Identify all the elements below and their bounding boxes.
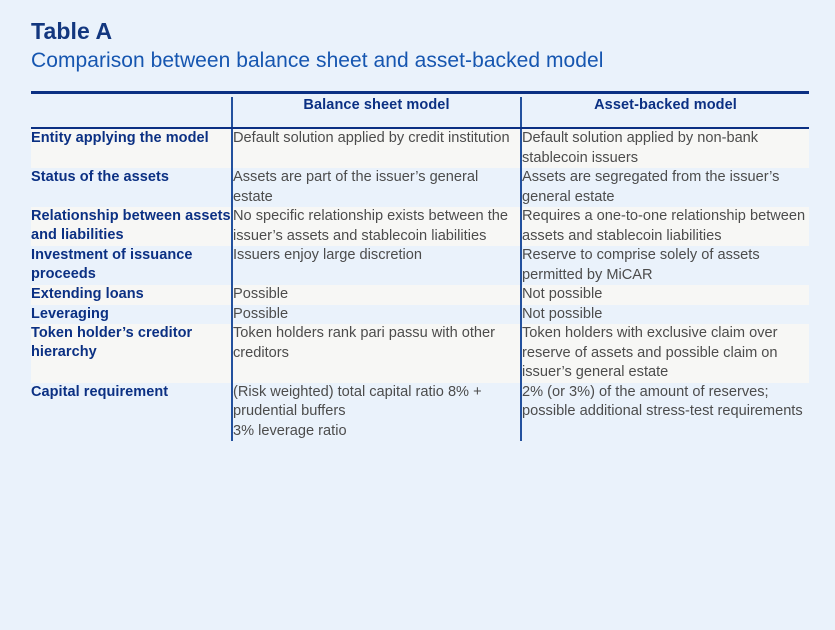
- table-row: Investment of issuance proceeds Issuers …: [31, 246, 809, 285]
- row-key-leveraging: Leveraging: [31, 304, 232, 324]
- cell-asset-backed-investment: Reserve to comprise solely of assets per…: [520, 246, 809, 285]
- comparison-table-wrapper: Balance sheet model Asset-backed model E…: [31, 97, 809, 441]
- row-key-capital-requirement: Capital requirement: [31, 382, 232, 441]
- cell-balance-sheet-entity: Default solution applied by credit insti…: [231, 128, 521, 168]
- capital-requirement-line-1: (Risk weighted) total capital ratio 8% +…: [233, 383, 482, 420]
- column-header-balance-sheet: Balance sheet model: [231, 97, 521, 129]
- table-header-row: Balance sheet model Asset-backed model: [31, 97, 809, 129]
- table-row: Capital requirement (Risk weighted) tota…: [31, 382, 809, 441]
- row-key-extending-loans: Extending loans: [31, 285, 232, 305]
- capital-requirement-line-2: 3% leverage ratio: [233, 422, 347, 439]
- cell-asset-backed-extending-loans: Not possible: [520, 285, 809, 305]
- row-key-relationship-assets-liabilities: Relationship between assets and liabilit…: [31, 207, 232, 246]
- cell-asset-backed-creditor-hierarchy: Token holders with exclusive claim over …: [520, 324, 809, 383]
- table-row: Token holder’s creditor hierarchy Token …: [31, 324, 809, 383]
- table-row: Relationship between assets and liabilit…: [31, 207, 809, 246]
- cell-balance-sheet-leveraging: Possible: [231, 304, 521, 324]
- table-subtitle: Comparison between balance sheet and ass…: [31, 49, 604, 72]
- table-row: Entity applying the model Default soluti…: [31, 128, 809, 168]
- table-row: Status of the assets Assets are part of …: [31, 168, 809, 207]
- row-key-token-holder-creditor-hierarchy: Token holder’s creditor hierarchy: [31, 324, 232, 383]
- row-key-investment-of-issuance-proceeds: Investment of issuance proceeds: [31, 246, 232, 285]
- column-header-asset-backed: Asset-backed model: [520, 97, 809, 129]
- cell-balance-sheet-investment: Issuers enjoy large discretion: [231, 246, 521, 285]
- column-header-blank: [31, 97, 232, 129]
- cell-balance-sheet-extending-loans: Possible: [231, 285, 521, 305]
- table-row: Extending loans Possible Not possible: [31, 285, 809, 305]
- cell-balance-sheet-relationship: No specific relationship exists between …: [231, 207, 521, 246]
- cell-balance-sheet-creditor-hierarchy: Token holders rank pari passu with other…: [231, 324, 521, 383]
- cell-asset-backed-entity: Default solution applied by non-bank sta…: [520, 128, 809, 168]
- row-key-entity-applying-the-model: Entity applying the model: [31, 128, 232, 168]
- cell-balance-sheet-capital-requirement: (Risk weighted) total capital ratio 8% +…: [231, 382, 521, 441]
- title-block: Table A Comparison between balance sheet…: [31, 16, 809, 75]
- cell-asset-backed-relationship: Requires a one-to-one relationship betwe…: [520, 207, 809, 246]
- table-label: Table A: [31, 18, 113, 44]
- comparison-table: Balance sheet model Asset-backed model E…: [31, 97, 809, 441]
- cell-asset-backed-capital-requirement: 2% (or 3%) of the amount of reserves; po…: [520, 382, 809, 441]
- cell-asset-backed-status: Assets are segregated from the issuer’s …: [520, 168, 809, 207]
- table-row: Leveraging Possible Not possible: [31, 304, 809, 324]
- table-body: Entity applying the model Default soluti…: [31, 128, 809, 441]
- cell-asset-backed-leveraging: Not possible: [520, 304, 809, 324]
- table-header: Balance sheet model Asset-backed model: [31, 97, 809, 129]
- cell-balance-sheet-status: Assets are part of the issuer’s general …: [231, 168, 521, 207]
- row-key-status-of-the-assets: Status of the assets: [31, 168, 232, 207]
- title-divider-rule: [31, 91, 809, 94]
